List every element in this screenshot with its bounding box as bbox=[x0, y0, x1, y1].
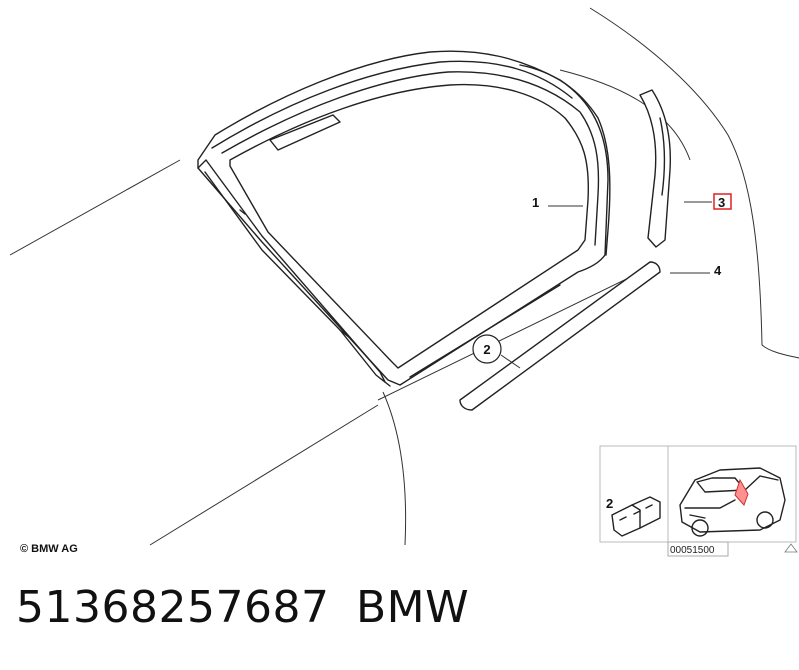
callout-3-highlight-box bbox=[713, 193, 732, 210]
part-3-trim-strip bbox=[639, 89, 672, 248]
copyright-text: © BMW AG bbox=[20, 543, 78, 555]
inset-code-box bbox=[667, 541, 729, 557]
callout-3: 3 bbox=[718, 195, 725, 210]
part-1-window-frame bbox=[197, 50, 611, 387]
inset-panel: 2 00051500 bbox=[599, 445, 798, 557]
inset-code: 00051500 bbox=[670, 545, 715, 556]
clip-illustration bbox=[611, 496, 661, 537]
callout-2: 2 bbox=[483, 342, 490, 357]
inset-part-label: 2 bbox=[606, 496, 613, 511]
part-number-label: 51368257687 bbox=[16, 582, 330, 633]
car-body-outline bbox=[9, 7, 799, 546]
car-thumbnail bbox=[679, 467, 786, 537]
leader-lines bbox=[500, 201, 712, 369]
callout-1: 1 bbox=[532, 195, 539, 210]
brand-label: BMW bbox=[356, 582, 470, 633]
part-4-seal bbox=[459, 261, 661, 411]
triangle-icon bbox=[784, 543, 798, 553]
callout-2-circle bbox=[472, 334, 502, 364]
callout-4: 4 bbox=[714, 263, 722, 278]
